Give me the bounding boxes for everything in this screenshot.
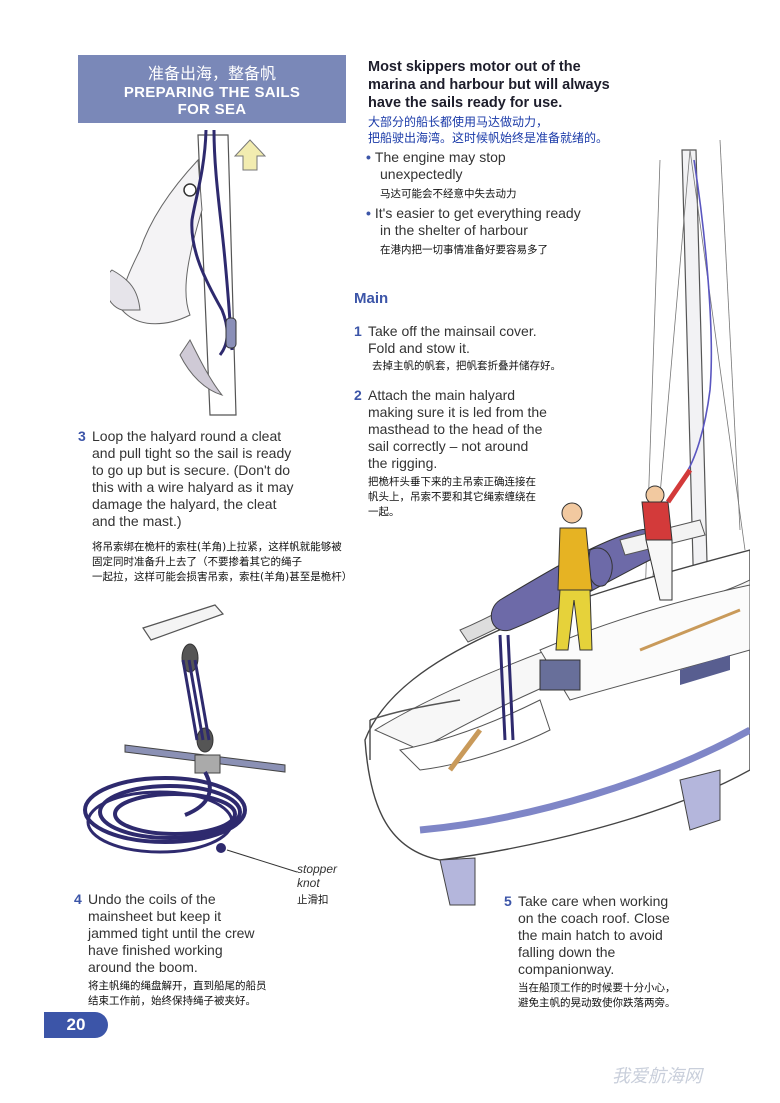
step-number: 4 — [74, 891, 82, 907]
bullet-cn: 马达可能会不经意中失去动力 — [380, 188, 517, 200]
step-number: 1 — [354, 323, 362, 339]
bullet-cn: 在港内把一切事情准备好要容易多了 — [380, 244, 548, 256]
step-number: 3 — [78, 428, 86, 444]
step-cn: 结束工作前，始终保持绳子被夹好。 — [88, 995, 256, 1007]
bullet-text: It's easier to get everything ready — [374, 205, 581, 221]
intro-cn-line: 把船驶出海湾。这时候帆始终是准备就绪的。 — [368, 131, 609, 145]
step-text: Take off the mainsail cover. — [368, 323, 537, 339]
section-header: 准备出海，整备帆 PREPARING THE SAILS FOR SEA — [78, 55, 346, 123]
step-2: 2 Attach the main halyard making sure it … — [354, 387, 584, 520]
step-text: masthead to the head of the — [368, 421, 543, 437]
step-cn: 去掉主帆的帆套，把帆套折叠并储存好。 — [372, 360, 561, 372]
step-text: making sure it is led from the — [368, 404, 547, 420]
step-text: to go up but is secure. (Don't do — [92, 462, 291, 478]
page-number: 20 — [44, 1012, 108, 1038]
main-heading: Main — [354, 290, 389, 307]
step-text: damage the halyard, the cleat — [92, 496, 277, 512]
intro-line: marina and harbour but will always — [368, 77, 610, 93]
step-4: 4 Undo the coils of the mainsheet but kee… — [74, 891, 304, 1009]
bullet-text: The engine may stop — [374, 149, 506, 165]
step-text: the rigging. — [368, 455, 438, 471]
step-text: and pull tight so the sail is ready — [92, 445, 292, 461]
step-cn: 将主帆绳的绳盘解开，直到船尾的船员 — [88, 980, 267, 992]
step-cn: 将吊索绑在桅杆的索柱(羊角)上拉紧，这样帆就能够被 — [92, 541, 342, 553]
intro-cn-line: 大部分的船长都使用马达做动力， — [368, 115, 549, 129]
step-cn: 当在船顶工作的时候要十分小心， — [518, 982, 676, 994]
step-text: sail correctly – not around — [368, 438, 529, 454]
stopper-knot-label: stopper knot 止滑扣 — [297, 862, 337, 908]
bullet-text: unexpectedly — [380, 166, 463, 182]
intro-line: Most skippers motor out of the — [368, 59, 581, 75]
header-title-cn: 准备出海，整备帆 — [147, 64, 276, 83]
step-5: 5 Take care when working on the coach roo… — [504, 893, 724, 1011]
bullet-1: •The engine may stop unexpectedly 马达可能会不… — [366, 149, 636, 202]
header-title-en-1: PREPARING THE SAILS — [123, 84, 301, 101]
step-text: jammed tight until the crew — [88, 925, 255, 941]
step-1: 1 Take off the mainsail cover. Fold and s… — [354, 323, 604, 374]
header-title-en-2: FOR SEA — [177, 101, 247, 118]
mast-cleat-illustration — [110, 130, 267, 416]
step-text: Loop the halyard round a cleat — [92, 428, 282, 444]
step-text: have finished working — [88, 942, 223, 958]
step-cn: 把桅杆头垂下来的主吊索正确连接在 — [368, 476, 536, 488]
step-text: Undo the coils of the — [88, 891, 216, 907]
step-text: mainsheet but keep it — [88, 908, 222, 924]
step-cn: 一起拉，这样可能会损害吊索，索柱(羊角)甚至是桅杆） — [92, 571, 353, 583]
step-3-cn: 将吊索绑在桅杆的索柱(羊角)上拉紧，这样帆就能够被 固定同时准备升上去了（不要掺… — [92, 540, 392, 585]
step-text: Take care when working — [518, 893, 669, 909]
bullet-dot: • — [366, 205, 371, 221]
step-cn: 避免主帆的晃动致使你跌落两旁。 — [518, 997, 676, 1009]
step-text: falling down the — [518, 944, 616, 960]
step-text: Attach the main halyard — [368, 387, 516, 403]
stopper-cn: 止滑扣 — [297, 894, 329, 906]
step-text: the main hatch to avoid — [518, 927, 663, 943]
intro-text: Most skippers motor out of the marina an… — [368, 58, 648, 112]
yacht-illustration — [364, 139, 750, 906]
stopper-en: knot — [297, 876, 320, 890]
intro-cn: 大部分的船长都使用马达做动力， 把船驶出海湾。这时候帆始终是准备就绪的。 — [368, 114, 608, 146]
bullet-dot: • — [366, 149, 371, 165]
step-text: on the coach roof. Close — [518, 910, 670, 926]
step-cn: 一起。 — [368, 506, 400, 518]
step-number: 2 — [354, 387, 362, 403]
intro-line: have the sails ready for use. — [368, 95, 563, 111]
step-cn: 固定同时准备升上去了（不要掺着其它的绳子 — [92, 556, 302, 568]
step-text: and the mast.) — [92, 513, 182, 529]
step-3: 3 Loop the halyard round a cleat and pull… — [78, 428, 340, 530]
step-cn: 帆头上，吊索不要和其它绳索缠绕在 — [368, 491, 536, 503]
bullet-text: in the shelter of harbour — [380, 222, 528, 238]
mainsheet-coil-illustration — [83, 604, 298, 873]
stopper-en: stopper — [297, 862, 338, 876]
step-number: 5 — [504, 893, 512, 909]
step-text: around the boom. — [88, 959, 198, 975]
step-text: Fold and stow it. — [368, 340, 470, 356]
bullet-2: •It's easier to get everything ready in … — [366, 205, 636, 258]
step-text: this with a wire halyard as it may — [92, 479, 294, 495]
watermark: 我爱航海网 — [612, 1066, 702, 1087]
step-text: companionway. — [518, 961, 615, 977]
